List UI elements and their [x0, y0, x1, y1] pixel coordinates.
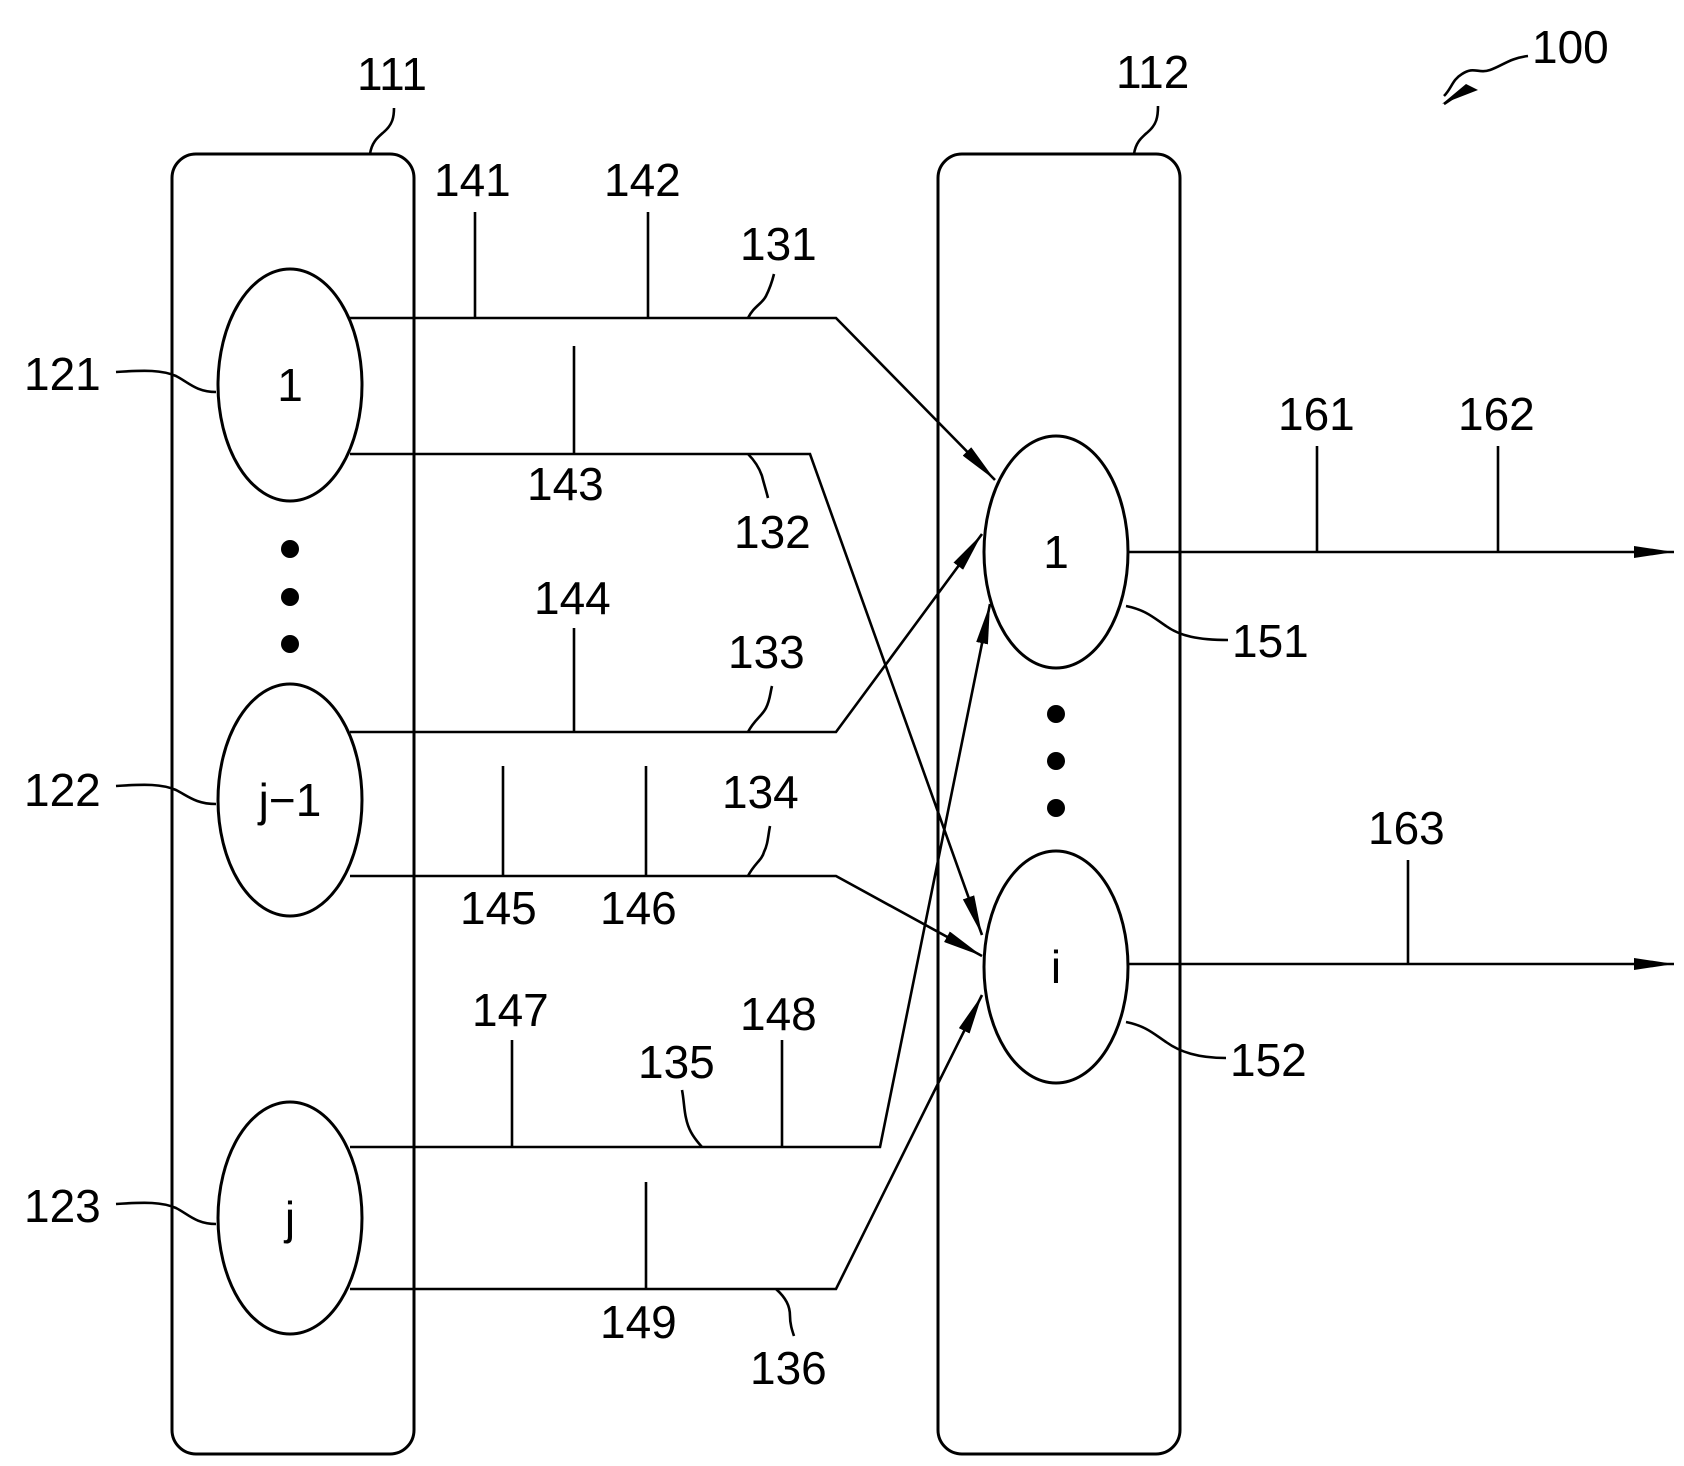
output-node-151: 1 151 [982, 434, 1309, 670]
node-label: j [283, 1192, 295, 1244]
label-161: 161 [1278, 388, 1355, 440]
weight-ticks [473, 212, 1500, 1289]
label-134: 134 [722, 766, 799, 818]
ellipsis-dot [281, 635, 299, 653]
node-ref: 152 [1230, 1034, 1307, 1086]
label-162: 162 [1458, 388, 1535, 440]
connection-135 [350, 603, 992, 1149]
node-leader [1125, 604, 1229, 642]
output-layer-ref: 112 [1116, 46, 1189, 98]
leader-134 [746, 825, 772, 877]
label-142: 142 [604, 154, 681, 206]
node-label: 1 [277, 359, 303, 411]
node-ellipse [216, 682, 364, 918]
label-132: 132 [734, 506, 811, 558]
label-133: 133 [728, 626, 805, 678]
node-label: 1 [1043, 526, 1069, 578]
node-label: i [1051, 941, 1061, 993]
node-ref: 151 [1232, 615, 1309, 667]
node-ellipse [982, 434, 1130, 670]
label-141: 141 [434, 154, 511, 206]
ellipsis-dot [1047, 705, 1065, 723]
output-labels: 161 162 163 [1278, 388, 1535, 854]
label-135: 135 [638, 1036, 715, 1088]
output-node-152: i 152 [982, 849, 1307, 1086]
leader-133 [746, 685, 774, 733]
input-node-122: j−1 122 [24, 682, 364, 918]
ellipsis-dot [1047, 799, 1065, 817]
node-ellipse [216, 267, 364, 503]
node-ref: 122 [24, 764, 101, 816]
label-131: 131 [740, 218, 817, 270]
figure-reference: 100 [1442, 21, 1609, 106]
node-leader [115, 369, 217, 394]
output-ellipsis [1047, 705, 1065, 817]
output-layer-box [936, 152, 1182, 1456]
leader-135 [680, 1089, 703, 1148]
label-145: 145 [460, 882, 537, 934]
node-label: j−1 [257, 774, 322, 826]
leader-136 [775, 1288, 796, 1337]
ellipsis-dot [281, 588, 299, 606]
input-layer-leader [368, 107, 396, 155]
ellipsis-dot [281, 540, 299, 558]
node-ref: 121 [24, 348, 101, 400]
label-148: 148 [740, 988, 817, 1040]
input-ellipsis [281, 540, 299, 653]
label-163: 163 [1368, 802, 1445, 854]
figure-leader-line [1443, 54, 1529, 97]
connection-134 [350, 874, 983, 958]
leader-132 [747, 453, 770, 499]
outputs [1125, 546, 1674, 970]
node-leader [115, 1201, 217, 1226]
connections [350, 316, 996, 1291]
input-node-123: j 123 [24, 1100, 364, 1336]
node-leader [1125, 1020, 1227, 1060]
input-node-121: 1 121 [24, 267, 364, 503]
label-147: 147 [472, 984, 549, 1036]
output-layer-leader [1132, 105, 1160, 155]
node-ellipse [982, 849, 1130, 1085]
input-layer: 111 [170, 48, 427, 1456]
connection-labels: 131 132 133 134 135 136 [638, 218, 827, 1394]
node-ellipse [216, 1100, 364, 1336]
output-layer: 112 [936, 46, 1189, 1456]
connection-131 [350, 316, 996, 481]
node-ref: 123 [24, 1180, 101, 1232]
label-144: 144 [534, 572, 611, 624]
connection-132 [350, 452, 984, 936]
label-146: 146 [600, 882, 677, 934]
label-143: 143 [527, 458, 604, 510]
ellipsis-dot [1047, 752, 1065, 770]
input-layer-box [170, 152, 416, 1456]
weight-labels: 141 142 143 144 145 146 147 148 149 [434, 154, 817, 1348]
node-leader [115, 783, 217, 806]
leader-131 [746, 273, 776, 319]
input-layer-ref: 111 [357, 48, 427, 100]
connection-133 [350, 533, 984, 734]
label-149: 149 [600, 1296, 677, 1348]
label-136: 136 [750, 1342, 827, 1394]
connection-136 [350, 994, 984, 1291]
figure-number-label: 100 [1532, 21, 1609, 73]
